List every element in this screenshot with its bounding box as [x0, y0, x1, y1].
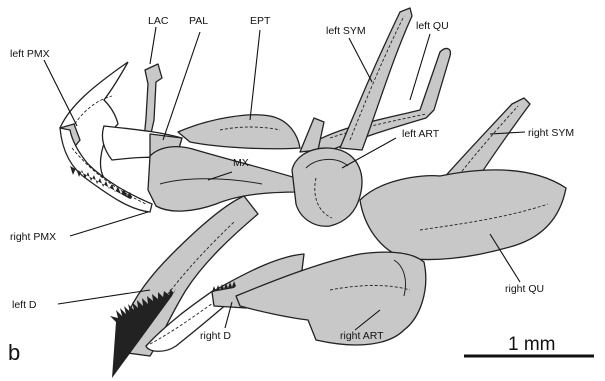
- label-left-sym: left SYM: [326, 25, 366, 37]
- label-lac: LAC: [148, 15, 169, 27]
- leader-ept: [250, 30, 260, 120]
- leader-pal: [163, 32, 200, 140]
- label-mx: MX: [233, 157, 249, 169]
- scale-bar-label: 1 mm: [508, 334, 556, 355]
- label-left-d: left D: [12, 299, 37, 311]
- label-right-art: right ART: [340, 330, 384, 342]
- right-quadrate-bone: [360, 170, 566, 260]
- label-right-qu: right QU: [505, 283, 544, 295]
- left-articular-bone: [292, 148, 362, 226]
- label-pal: PAL: [189, 15, 208, 27]
- label-left-pmx: left PMX: [10, 48, 50, 60]
- leader-lac: [150, 27, 156, 64]
- scale-bar: 1 mm: [464, 334, 594, 356]
- label-right-sym: right SYM: [528, 127, 574, 139]
- label-right-d: right D: [200, 330, 231, 342]
- label-left-art: left ART: [402, 128, 440, 140]
- lacrimal-bone: [144, 64, 162, 140]
- label-right-pmx: right PMX: [10, 231, 56, 243]
- ectopterygoid-bone: [178, 115, 300, 149]
- maxilla-bone: [148, 147, 300, 211]
- panel-label: b: [8, 340, 20, 365]
- label-left-qu: left QU: [416, 20, 449, 32]
- label-ept: EPT: [250, 15, 271, 27]
- leader-right-pmx: [70, 212, 148, 236]
- leader-left-sym: [349, 38, 372, 82]
- bones: [60, 8, 566, 378]
- leader-left-pmx: [44, 60, 77, 126]
